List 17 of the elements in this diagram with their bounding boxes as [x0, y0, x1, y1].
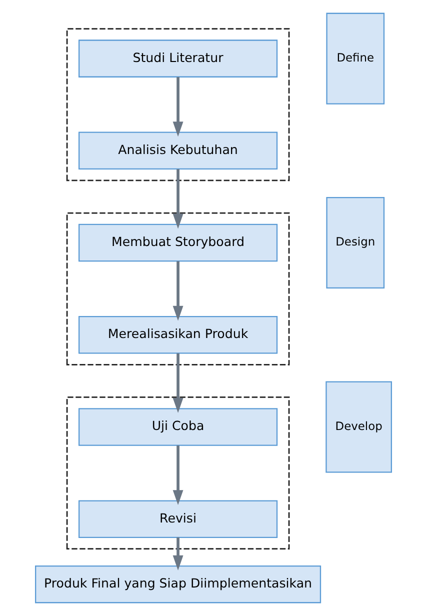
node-box: Revisi: [78, 500, 278, 538]
node-box: Analisis Kebutuhan: [78, 132, 278, 170]
arrow: [172, 353, 183, 413]
node-box: Develop: [325, 381, 392, 473]
node-box: Membuat Storyboard: [78, 224, 278, 262]
arrow: [172, 445, 183, 506]
node-box: Studi Literatur: [78, 40, 278, 78]
arrow: [172, 537, 183, 570]
cluster: [66, 28, 290, 182]
node-box: Define: [326, 12, 384, 104]
node-box: Merealisasikan Produk: [78, 316, 278, 354]
node-box: Design: [326, 197, 384, 289]
arrow: [172, 261, 183, 321]
arrow: [172, 77, 183, 137]
arrow: [172, 169, 183, 229]
node-box: Uji Coba: [78, 408, 278, 446]
node-box: Produk Final yang Siap Diimplementasikan: [34, 565, 321, 604]
